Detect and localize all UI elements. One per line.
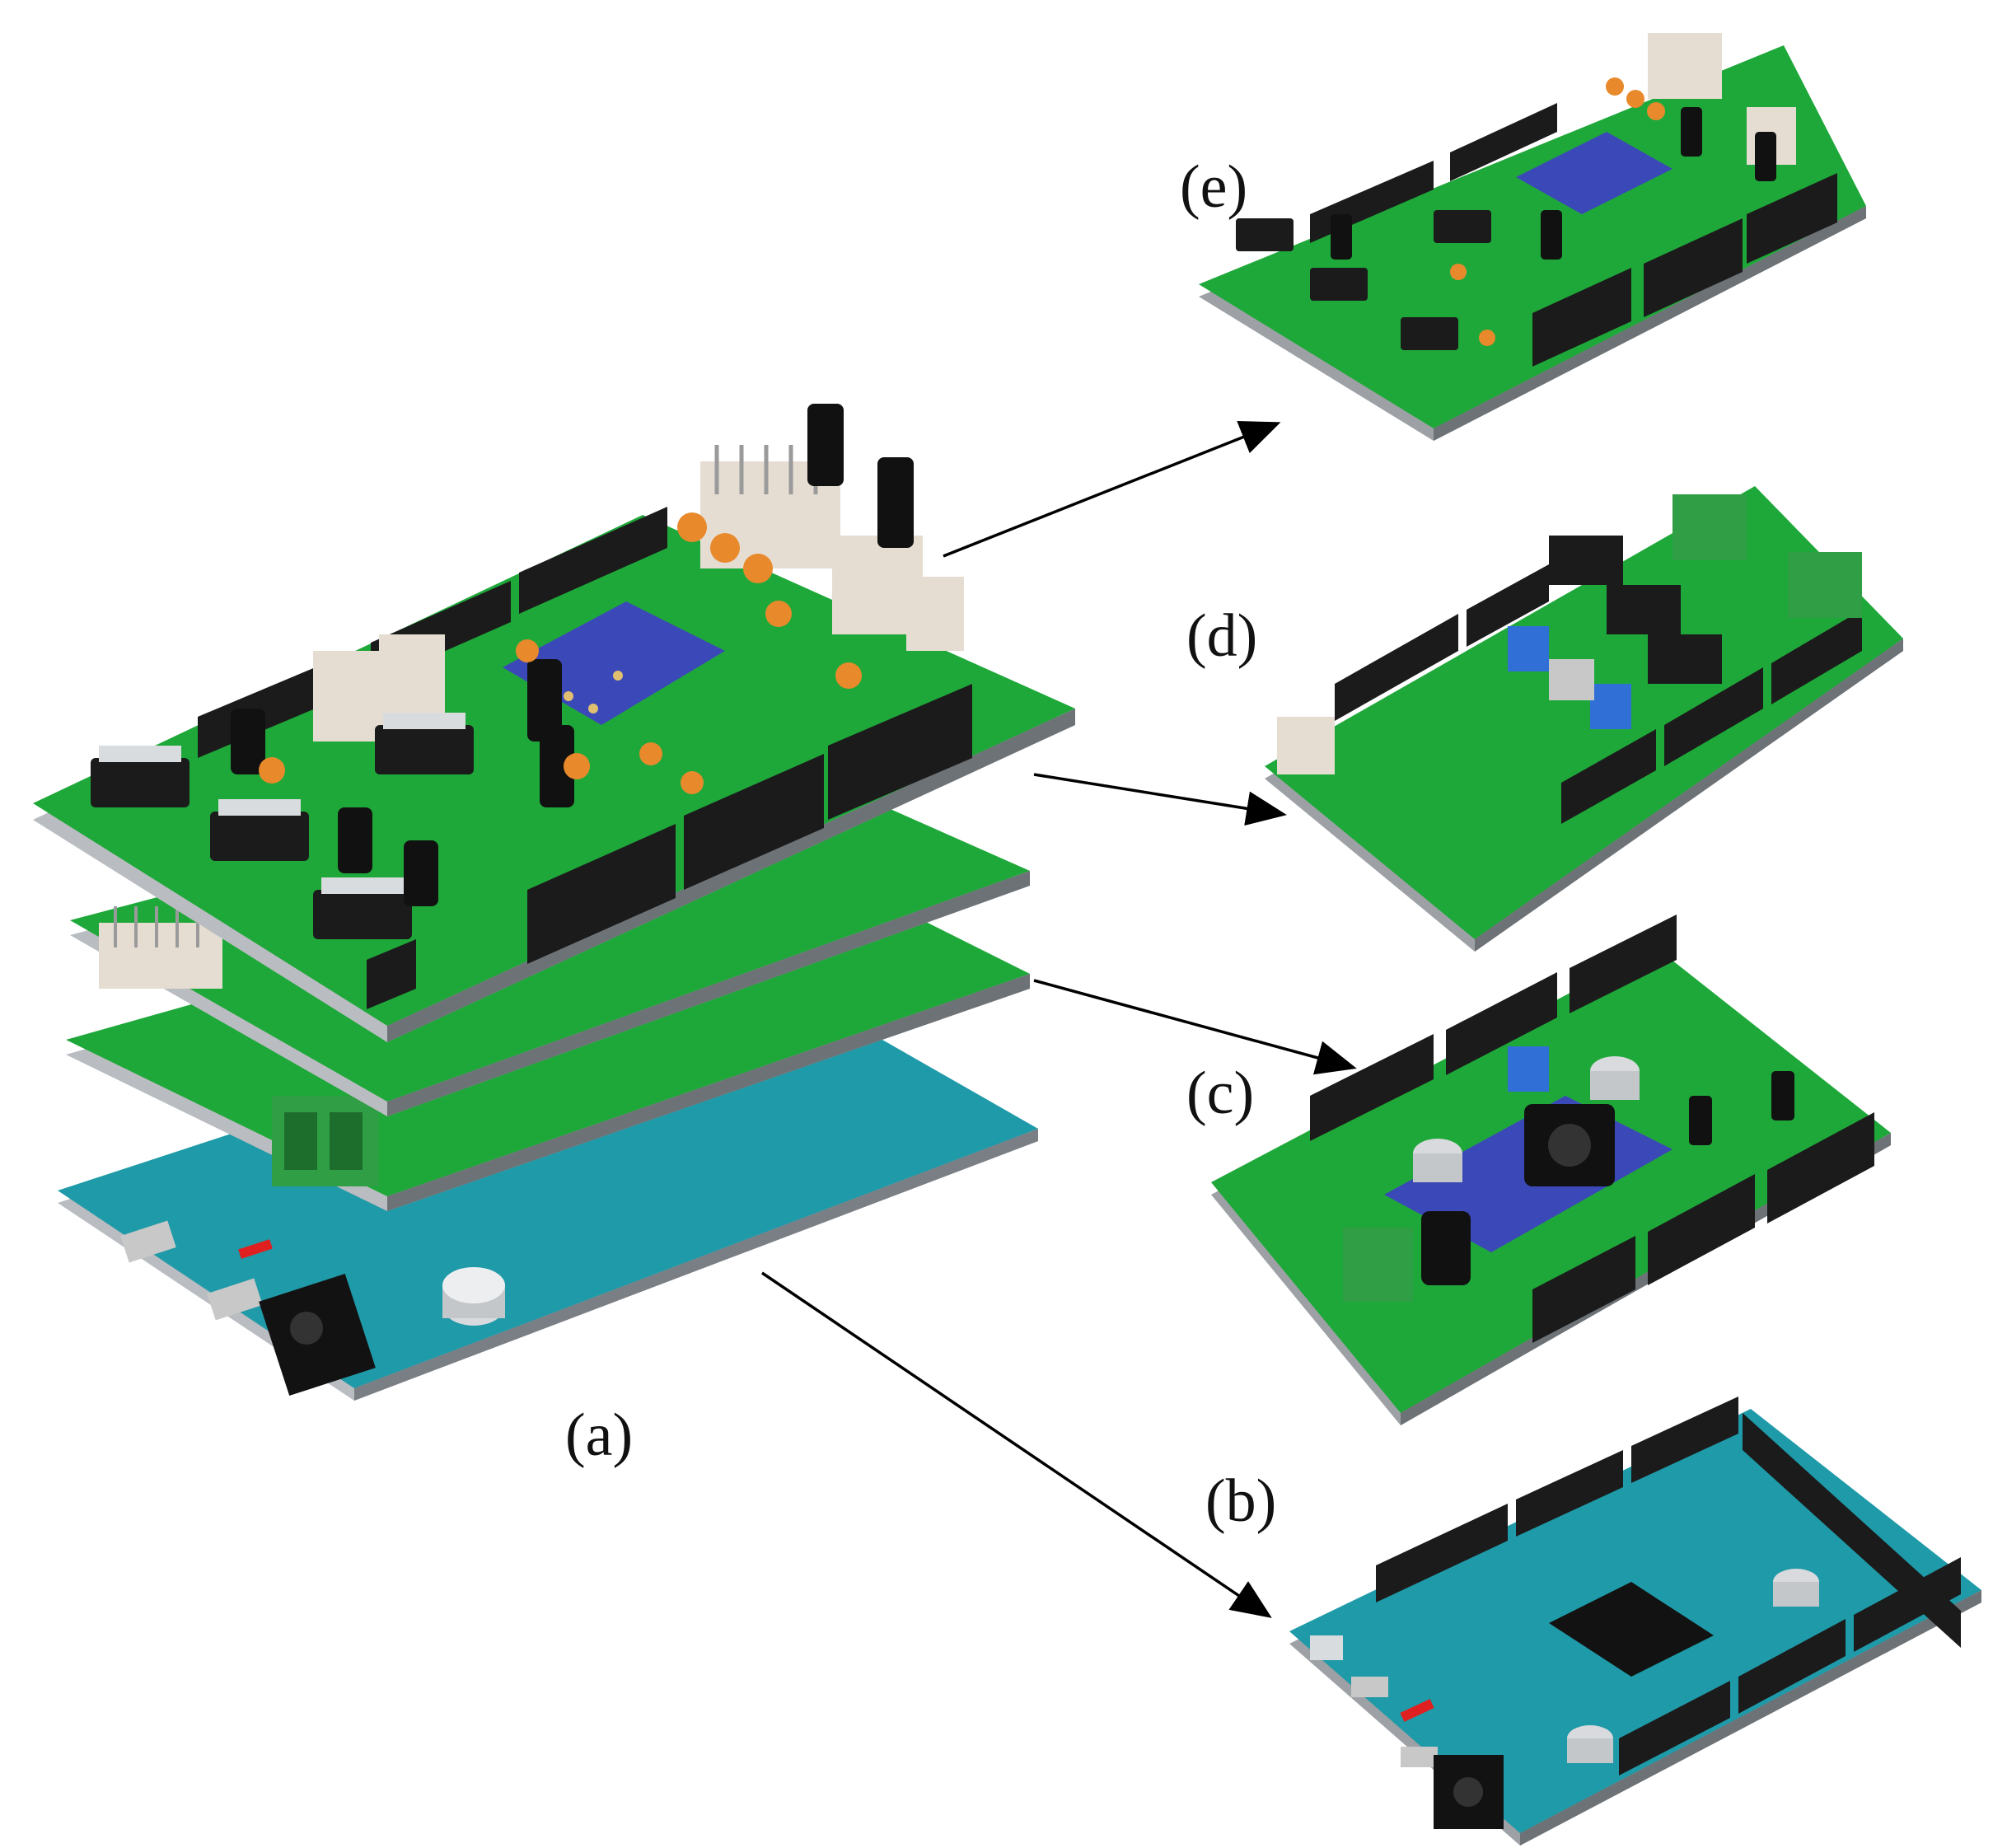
board-e — [1199, 33, 1866, 441]
board-b — [1289, 1397, 1981, 1846]
assembly-top-board — [33, 404, 1075, 1042]
arrow-to-b — [761, 1271, 1272, 1618]
board-d — [1265, 486, 1903, 952]
label-b: (b) — [1205, 1467, 1277, 1535]
label-c: (c) — [1186, 1060, 1255, 1127]
arrow-to-d — [1033, 773, 1287, 826]
label-d: (d) — [1186, 602, 1258, 670]
arrows — [761, 420, 1357, 1618]
arrow-to-e — [943, 420, 1281, 558]
assembly-a — [33, 404, 1075, 1401]
board-c — [1211, 915, 1891, 1425]
label-e: (e) — [1180, 153, 1248, 221]
assembly-base-board — [58, 964, 1038, 1401]
arrow-to-c — [1033, 979, 1357, 1075]
label-a: (a) — [565, 1401, 634, 1469]
